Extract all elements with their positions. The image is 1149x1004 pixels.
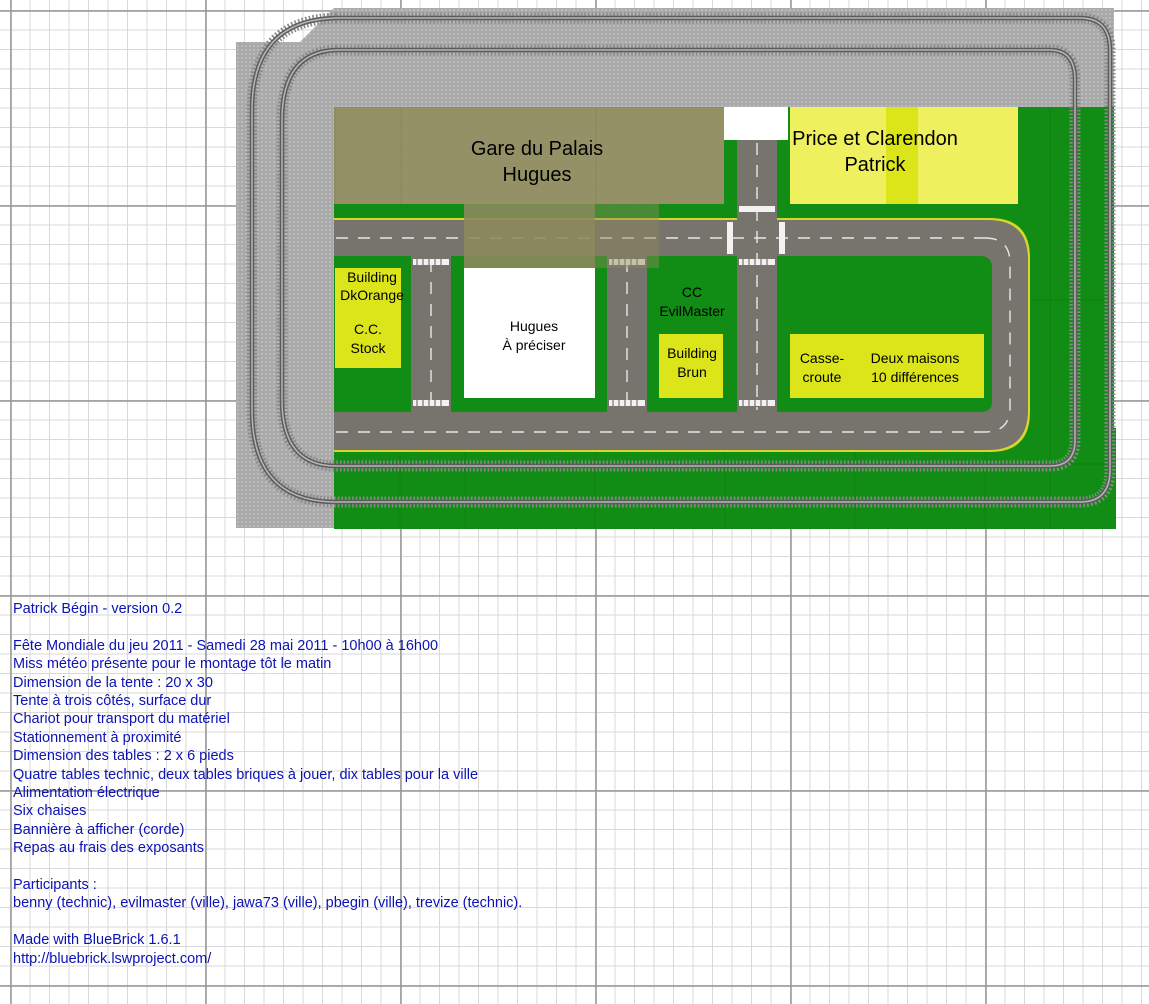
zone-evilmaster-label-2: EvilMaster [659,303,725,319]
gray-baseplate-top [334,8,1114,108]
made-with: Made with BlueBrick 1.6.1 [13,932,181,949]
note-line: Bannière à afficher (corde) [13,821,185,838]
zone-price-clarendon: Price et Clarendon Patrick [790,107,1018,204]
zone-hugues: Hugues À préciser [464,268,595,398]
zone-dkorange-label-2: DkOrange [340,287,404,303]
white-gap [724,107,788,140]
zone-evilmaster: CC EvilMaster [659,270,725,332]
zone-price-label-2: Patrick [844,154,906,176]
zone-casse-croute-maisons: Casse- croute Deux maisons 10 différence… [790,334,984,398]
note-line: Dimension de la tente : 20 x 30 [13,674,213,691]
zone-brun-label-2: Brun [677,364,707,380]
zone-station-label-1: Gare du Palais [471,138,603,160]
zone-evilmaster-label-1: CC [682,284,702,300]
zone-maisons-label-2: 10 différences [871,369,959,385]
zone-building-dkorange: Building DkOrange C.C. Stock [335,268,404,368]
notes-panel: Patrick Bégin - version 0.2 Fête Mondial… [13,600,713,968]
layout-plan: Gare du Palais Hugues Price et Clarendon… [236,8,1116,529]
zone-casse-label-2: croute [803,369,842,385]
note-line: Chariot pour transport du matériel [13,711,230,728]
zone-station-label-2: Hugues [503,164,572,186]
zone-price-label-1: Price et Clarendon [792,128,958,150]
zone-casse-label-1: Casse- [800,350,845,366]
note-line: Six chaises [13,803,87,820]
note-line: Stationnement à proximité [13,729,182,746]
participants-label: Participants : [13,877,97,894]
zone-ccstock-label-1: C.C. [354,321,382,337]
event-info: Fête Mondiale du jeu 2011 - Samedi 28 ma… [13,637,439,654]
zone-maisons-label-1: Deux maisons [871,350,960,366]
participants-list: benny (technic), evilmaster (ville), jaw… [13,895,523,912]
note-line: Dimension des tables : 2 x 6 pieds [13,748,234,765]
zone-ccstock-label-2: Stock [350,340,386,356]
note-line: Miss météo présente pour le montage tôt … [13,656,332,673]
note-line: Alimentation électrique [13,785,160,802]
zone-brun-label-1: Building [667,345,717,361]
zone-hugues-label-1: Hugues [510,318,558,334]
zone-building-brun: Building Brun [659,334,723,398]
zone-hugues-label-2: À préciser [502,337,565,353]
bluebrick-url: http://bluebrick.lswproject.com/ [13,950,212,967]
note-line: Tente à trois côtés, surface dur [13,693,212,710]
gray-baseplate-corner [236,8,334,108]
note-line: Quatre tables technic, deux tables briqu… [13,766,479,783]
note-line: Repas au frais des exposants [13,840,205,857]
zone-station: Gare du Palais Hugues [334,107,724,268]
author-version: Patrick Bégin - version 0.2 [13,601,183,617]
zone-dkorange-label-1: Building [347,269,397,285]
